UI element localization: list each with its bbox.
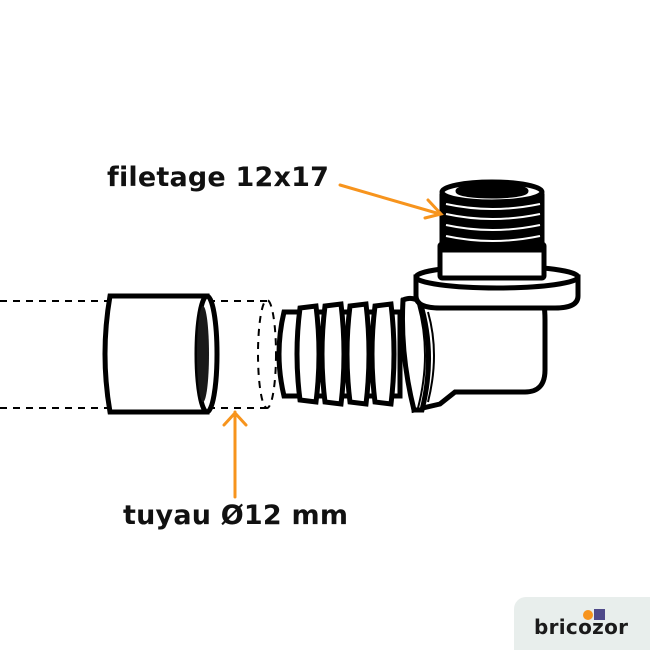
barb-icon: [276, 301, 403, 407]
thread-icon: [437, 179, 547, 281]
brand-logo: bricozor: [514, 597, 650, 650]
brand-name: bricozor: [534, 615, 629, 639]
arrow-icon: [222, 183, 444, 499]
pipe-sleeve-icon: [102, 293, 220, 415]
logo-square-icon: [594, 609, 605, 620]
elbow-fitting-icon: [399, 295, 548, 414]
pipe-diameter-label: tuyau Ø12 mm: [123, 500, 349, 531]
logo-dot-icon: [583, 610, 593, 620]
thread-size-label: filetage 12x17: [107, 162, 330, 193]
